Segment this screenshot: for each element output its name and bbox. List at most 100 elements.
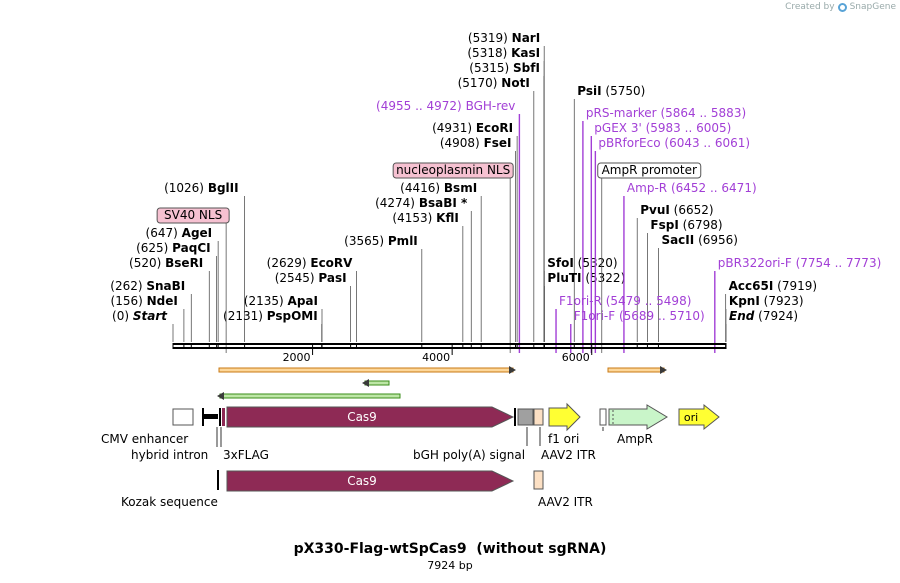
enzyme-label: (5170) NotI bbox=[458, 76, 530, 90]
cas9-lower-feature-arrow: Cas9 bbox=[226, 470, 515, 492]
kozak-feature bbox=[217, 470, 219, 490]
enzyme-name: SbfI bbox=[513, 61, 540, 75]
snapgene-watermark: Created by SnapGene bbox=[785, 2, 896, 12]
enzyme-label: PvuI (6652) bbox=[640, 203, 713, 217]
enzyme-position: (5319) bbox=[468, 31, 508, 45]
primer-name: pBR322ori-F bbox=[718, 256, 792, 270]
plasmid-name: pX330-Flag-wtSpCas9 (without sgRNA) bbox=[293, 541, 607, 557]
primer-range: (5479 .. 5498) bbox=[606, 294, 692, 308]
enzyme-label: (156) NdeI bbox=[111, 294, 178, 308]
feature-box bbox=[597, 162, 702, 179]
enzyme-label: (4416) BsmI bbox=[400, 181, 477, 195]
enzyme-position: (7924) bbox=[758, 309, 798, 323]
enzyme-position: (2131) bbox=[223, 309, 263, 323]
enzyme-label: SfoI (5320) bbox=[547, 256, 617, 270]
enzyme-name: ApaI bbox=[288, 294, 318, 308]
enzyme-name: SacII bbox=[661, 233, 694, 247]
primer-label: pRS-marker (5864 .. 5883) bbox=[586, 106, 746, 120]
ampr-feature-arrow bbox=[608, 404, 668, 430]
enzyme-position: (625) bbox=[136, 241, 168, 255]
enzyme-position: (4153) bbox=[392, 211, 432, 225]
enzyme-name: NotI bbox=[501, 76, 530, 90]
enzyme-name: PspOMI bbox=[267, 309, 318, 323]
enzyme-label: (4908) FseI bbox=[440, 136, 512, 150]
enzyme-label: (520) BseRI bbox=[129, 256, 203, 270]
enzyme-name: NarI bbox=[512, 31, 541, 45]
enzyme-name: Start bbox=[133, 309, 168, 323]
enzyme-name: FseI bbox=[484, 136, 512, 150]
enzyme-position: (7923) bbox=[764, 294, 804, 308]
enzyme-name: BsaBI * bbox=[419, 196, 468, 210]
enzyme-site-lines bbox=[172, 46, 727, 342]
flag-label: 3xFLAG bbox=[223, 448, 269, 462]
aav2-itr-label-bottom: AAV2 ITR bbox=[538, 495, 593, 509]
f1-ori-label: f1 ori bbox=[548, 432, 579, 446]
enzyme-name: BglII bbox=[208, 181, 239, 195]
primer-name: pBRforEco bbox=[598, 136, 660, 150]
enzyme-position: (2135) bbox=[244, 294, 284, 308]
enzyme-label: (5318) KasI bbox=[467, 46, 540, 60]
snapgene-logo-icon bbox=[837, 2, 847, 12]
primer-label: Amp-R (6452 .. 6471) bbox=[627, 181, 757, 195]
primer-label: (4955 .. 4972) BGH-rev bbox=[376, 99, 515, 113]
boxed-feature-label: SV40 NLS bbox=[164, 208, 222, 222]
enzyme-position: (647) bbox=[146, 226, 178, 240]
enzyme-name: PaqCI bbox=[172, 241, 210, 255]
primer-name: pRS-marker bbox=[586, 106, 657, 120]
primer-range: (7754 .. 7773) bbox=[796, 256, 882, 270]
primer-name: pGEX 3' bbox=[594, 121, 641, 135]
enzyme-name: EcoRI bbox=[476, 121, 513, 135]
enzyme-label: (2135) ApaI bbox=[244, 294, 318, 308]
ruler-label: 6000 bbox=[562, 351, 590, 364]
enzyme-name: EcoRV bbox=[310, 256, 353, 270]
flag-feature bbox=[219, 408, 225, 426]
enzyme-position: (5315) bbox=[469, 61, 509, 75]
plasmid-title-block: pX330-Flag-wtSpCas9 (without sgRNA) 7924… bbox=[0, 541, 900, 572]
enzyme-label: (2131) PspOMI bbox=[223, 309, 318, 323]
enzyme-position: (3565) bbox=[344, 234, 384, 248]
enzyme-name: PasI bbox=[318, 271, 346, 285]
ori-feature-arrow: ori bbox=[678, 403, 720, 431]
enzyme-position: (4416) bbox=[400, 181, 440, 195]
hybrid-intron-label: hybrid intron bbox=[131, 448, 208, 462]
cmv-enhancer-label: CMV enhancer bbox=[101, 432, 188, 446]
enzyme-name: KpnI bbox=[729, 294, 760, 308]
enzyme-label: FspI (6798) bbox=[650, 218, 722, 232]
enzyme-label: (4274) BsaBI * bbox=[375, 196, 468, 210]
watermark-text: Created by bbox=[785, 2, 835, 12]
cas9-feature-label: Cas9 bbox=[347, 410, 377, 424]
enzyme-position: (1026) bbox=[164, 181, 204, 195]
enzyme-position: (6652) bbox=[674, 203, 714, 217]
enzyme-position: (7919) bbox=[777, 279, 817, 293]
enzyme-label: (262) SnaBI bbox=[110, 279, 185, 293]
ruler-label: 2000 bbox=[283, 351, 311, 364]
feature-box bbox=[156, 207, 230, 224]
feature-box bbox=[392, 162, 514, 179]
polya-label: bGH poly(A) signal bbox=[413, 448, 525, 462]
enzyme-position: (0) bbox=[112, 309, 129, 323]
enzyme-label: (2545) PasI bbox=[275, 271, 347, 285]
boxed-feature-label: AmpR promoter bbox=[602, 163, 697, 177]
primer-range: (5983 .. 6005) bbox=[646, 121, 732, 135]
enzyme-name: Acc65I bbox=[729, 279, 774, 293]
primer-name: F1ori-F bbox=[574, 309, 615, 323]
enzyme-label: (5315) SbfI bbox=[469, 61, 540, 75]
orf-arrow-forward-large bbox=[218, 366, 516, 374]
enzyme-label: PsiI (5750) bbox=[577, 84, 645, 98]
enzyme-name: PluTI bbox=[547, 271, 581, 285]
enzyme-label: (4153) KflI bbox=[392, 211, 458, 225]
enzyme-label: (5319) NarI bbox=[468, 31, 540, 45]
enzyme-position: (2545) bbox=[275, 271, 315, 285]
enzyme-label: (3565) PmlI bbox=[344, 234, 418, 248]
enzyme-labels: (0) Start(156) NdeI(262) SnaBI (520) BseR… bbox=[110, 31, 817, 323]
enzyme-name: PmlI bbox=[388, 234, 418, 248]
enzyme-label: (2629) EcoRV bbox=[267, 256, 354, 270]
enzyme-label: PluTI (5322) bbox=[547, 271, 625, 285]
site-tick-marks bbox=[172, 343, 727, 349]
kozak-label: Kozak sequence bbox=[121, 495, 218, 509]
enzyme-label: (0) Start bbox=[112, 309, 168, 323]
